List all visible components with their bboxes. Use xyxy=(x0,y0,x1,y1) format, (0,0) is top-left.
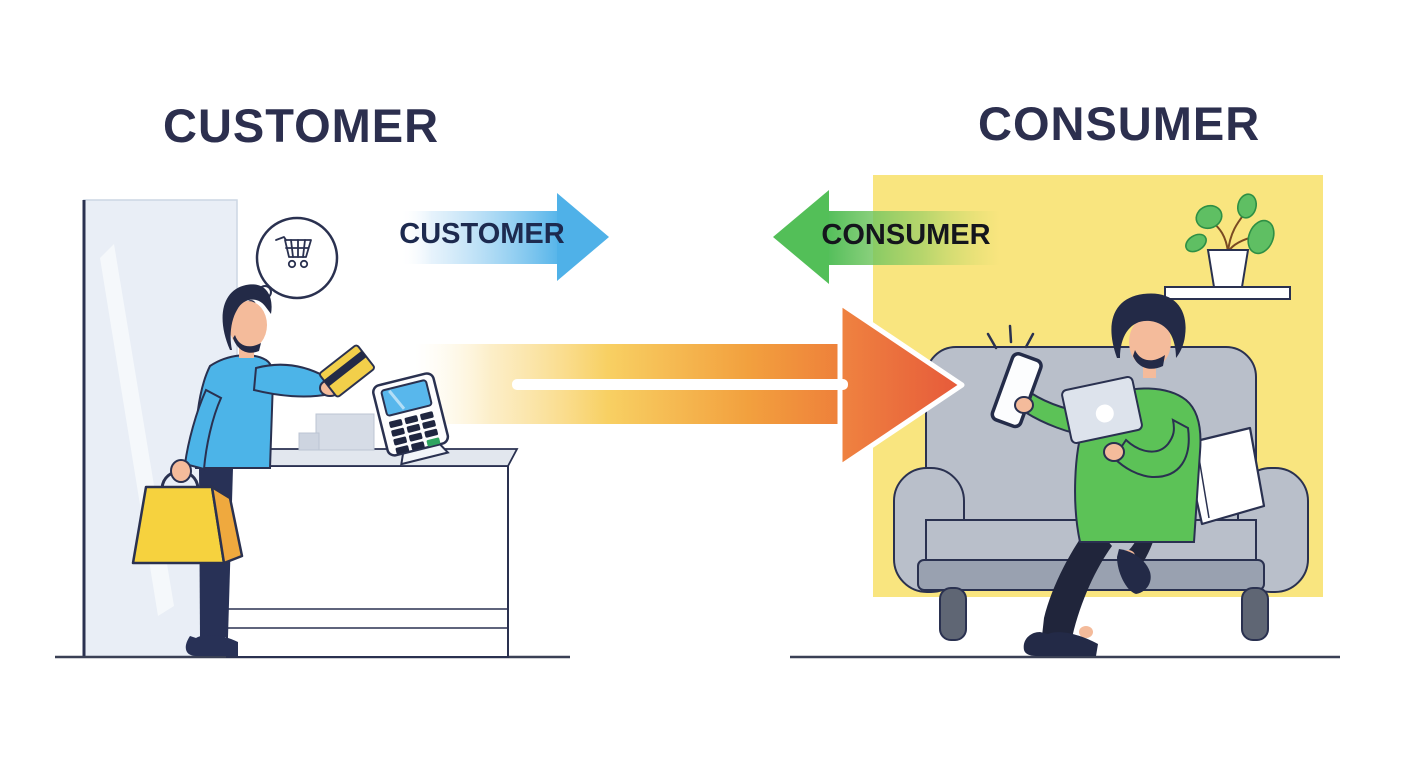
store-scene xyxy=(55,199,570,659)
notification-sparkle-icon xyxy=(986,324,1035,350)
customer-title: CUSTOMER xyxy=(163,99,440,152)
customer-arrow xyxy=(400,193,609,281)
shopping-cart-icon xyxy=(275,236,312,269)
consumer-title: CONSUMER xyxy=(978,97,1261,150)
consumer-hair xyxy=(1111,293,1186,358)
customer-figure xyxy=(131,284,375,656)
consumer-figure xyxy=(986,293,1202,656)
payment-terminal-icon xyxy=(372,372,450,466)
wall-shelf xyxy=(1164,286,1291,300)
customer-beard xyxy=(233,335,261,353)
flow-arrow xyxy=(415,300,965,470)
customer-arrow-label: CUSTOMER xyxy=(399,218,565,250)
checkout-counter xyxy=(214,448,519,658)
consumer-arrow xyxy=(773,190,1000,284)
tablet-icon xyxy=(1061,376,1143,444)
consumer-arrow-label: CONSUMER xyxy=(821,219,991,251)
consumer-beard xyxy=(1133,350,1165,369)
shopping-bag-icon xyxy=(131,459,244,565)
consumer-shoe-raised xyxy=(1117,549,1151,594)
customer-hair xyxy=(222,284,272,350)
smartphone-icon xyxy=(990,352,1043,429)
credit-card-icon xyxy=(319,344,375,398)
consumer-shoe-floor xyxy=(1023,632,1098,656)
potted-plant-icon xyxy=(1185,193,1275,288)
cash-register-icon xyxy=(298,413,375,451)
customer-shoe xyxy=(185,634,238,656)
